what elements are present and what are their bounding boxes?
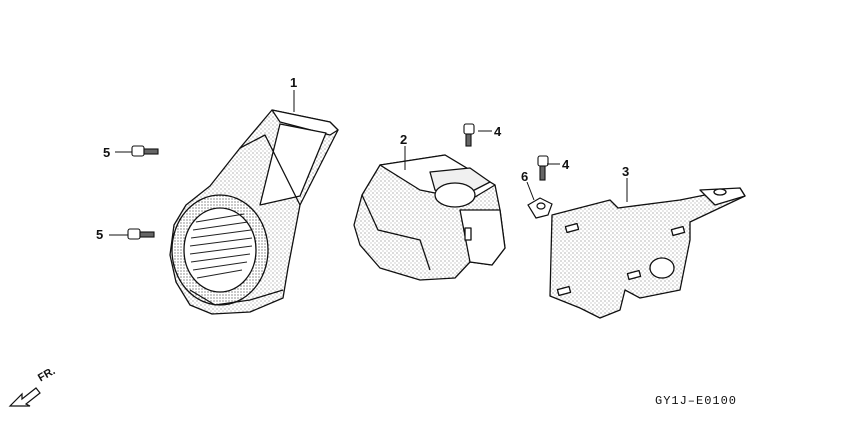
callout-3: 3 <box>622 164 630 179</box>
bolt-5-lower <box>127 228 155 240</box>
bolt-5-upper <box>131 145 159 157</box>
front-arrow-icon <box>8 387 41 407</box>
bolt-4-upper <box>463 123 475 147</box>
cover-part <box>353 154 506 281</box>
callout-2: 2 <box>400 132 408 147</box>
callout-6: 6 <box>521 169 529 184</box>
bracket-part <box>549 187 746 319</box>
callout-5-upper: 5 <box>103 145 111 160</box>
callout-1: 1 <box>290 75 298 90</box>
leader-lines <box>109 90 628 236</box>
clip-part <box>527 197 553 219</box>
bolt-4-lower <box>537 155 549 181</box>
callout-4-upper: 4 <box>494 124 502 139</box>
callout-4-lower: 4 <box>562 157 570 172</box>
fan-cover-part <box>169 109 339 315</box>
figure-code: GY1J–E0100 <box>655 394 738 408</box>
callout-5-lower: 5 <box>96 227 104 242</box>
